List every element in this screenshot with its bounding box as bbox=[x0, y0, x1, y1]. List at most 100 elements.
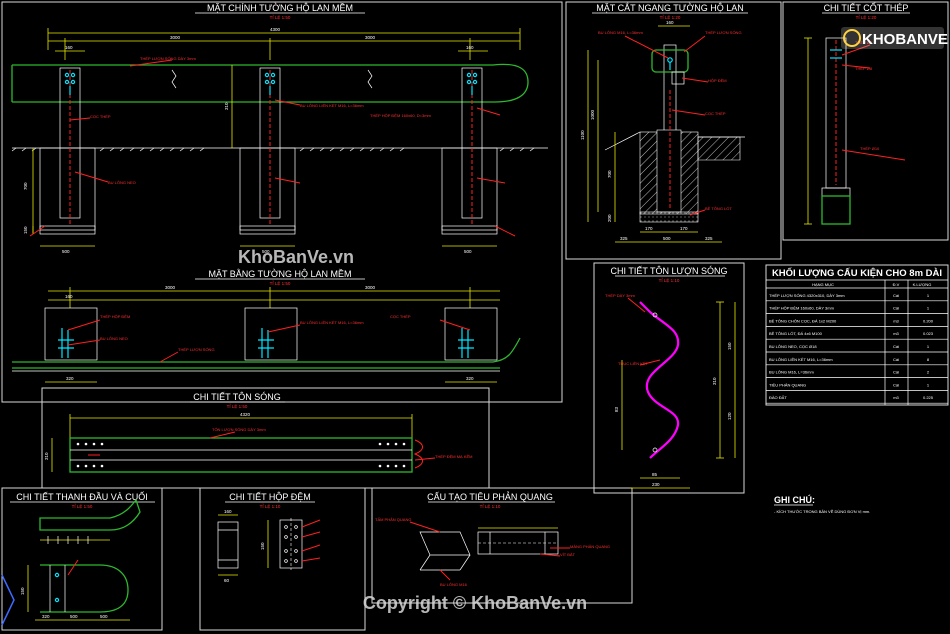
cs-dim-170a: 170 bbox=[645, 226, 653, 231]
table-cell-unit: Cái bbox=[893, 370, 899, 375]
table-cell-qty: 0.023 bbox=[923, 331, 934, 336]
plan-dim-foot-2: 320 bbox=[466, 376, 474, 381]
wave-plate-title: CHI TIẾT TÔN SÓNG bbox=[193, 392, 281, 402]
rebar-scale: TỈ LỆ 1:20 bbox=[856, 13, 877, 20]
table-title: KHỐI LƯỢNG CẤU KIỆN CHO 8m DÀI bbox=[772, 267, 942, 279]
dim-embed: 700 bbox=[23, 182, 28, 190]
table-cell-unit: m3 bbox=[893, 395, 899, 400]
cs-label-lean: BÊ TÔNG LÓT bbox=[705, 206, 732, 211]
end-terminal-view: CHI TIẾT THANH ĐẦU VÀ CUỐI TỈ LỆ 1:50 32… bbox=[10, 491, 155, 621]
dim-post-width-1: 160 bbox=[65, 45, 73, 50]
frame-spacer-box bbox=[199, 487, 366, 631]
spacer-box-title: CHI TIẾT HỘP ĐỆM bbox=[229, 492, 311, 502]
table-cell-item: BÊ TÔNG LÓT, ĐÁ 4x6 M100 bbox=[769, 331, 823, 336]
plan-label-post: CỌC THÉP bbox=[390, 314, 411, 319]
table-cell-item: BU LÔNG NEO, CỌC Ø18 bbox=[769, 344, 817, 349]
notes-block: GHI CHÚ: - KÍCH THƯỚC TRONG BẢN VẼ DÙNG … bbox=[774, 494, 870, 514]
end-terminal-title: CHI TIẾT THANH ĐẦU VÀ CUỐI bbox=[16, 491, 148, 502]
label-post: CỌC THÉP bbox=[90, 114, 111, 119]
quantity-table: KHỐI LƯỢNG CẤU KIỆN CHO 8m DÀI HẠNG MỤC … bbox=[765, 264, 949, 406]
rebar-label-6: THÉP Ø6 bbox=[855, 40, 873, 45]
cs-label-post: CỌC THÉP bbox=[705, 111, 726, 116]
dim-rail-height: 310 bbox=[224, 102, 229, 110]
rebar-detail-view: CHI TIẾT CỐT THÉP TỈ LỆ 1:20 THÉP Ø6 THÉ… bbox=[804, 2, 910, 225]
table-cell-qty: 0.225 bbox=[923, 395, 934, 400]
table-cell-qty: 1 bbox=[927, 382, 930, 387]
logo-text: KHOBANVE bbox=[862, 31, 948, 48]
wave-plate-label-2: THÉP ĐỆM MẠ KẼM bbox=[435, 454, 473, 459]
khobanve-logo: KHOBANVE bbox=[841, 27, 948, 49]
end-terminal-dim-2: 500 bbox=[70, 614, 78, 619]
table-cell-unit: m3 bbox=[893, 331, 899, 336]
dim-footing-1: 500 bbox=[62, 249, 70, 254]
end-terminal-dim-3: 500 bbox=[100, 614, 108, 619]
wave-plate-scale: TỈ LỆ 1:50 bbox=[227, 402, 248, 409]
cs-dim-170b: 170 bbox=[680, 226, 688, 231]
label-anchor: BU LÔNG NEO bbox=[108, 180, 136, 185]
sign-edge bbox=[1, 574, 15, 626]
dim-footing-2: 500 bbox=[262, 249, 270, 254]
wave-profile-dim-230: 230 bbox=[652, 482, 660, 487]
cross-section-title: MẶT CẮT NGANG TƯỜNG HỘ LAN bbox=[596, 3, 743, 13]
table-cell-item: BU LÔNG LIÊN KẾT M16, L=36mm bbox=[769, 357, 833, 362]
wave-profile-view: CHI TIẾT TÔN LƯỢN SÓNG TỈ LỆ 1:10 310 15… bbox=[605, 266, 736, 489]
plan-view: MẶT BẰNG TƯỜNG HỘ LAN MỀM TỈ LỆ 1:50 300… bbox=[12, 269, 521, 383]
wave-profile-dim-83: 83 bbox=[614, 406, 619, 412]
table-header-item: HẠNG MỤC bbox=[812, 282, 834, 287]
wave-profile-dim-310: 310 bbox=[712, 377, 717, 385]
table-cell-unit: Cái bbox=[893, 357, 899, 362]
front-elevation-scale: TỈ LỆ 1:50 bbox=[270, 13, 291, 20]
table-cell-item: BU LÔNG M16, L=36mm bbox=[769, 370, 814, 375]
front-elevation-view: MẶT CHÍNH TƯỜNG HỘ LAN MỀM TỈ LỆ 1:50 43… bbox=[11, 3, 548, 254]
table-header-unit: Đ.V bbox=[893, 282, 900, 287]
frame-rebar-detail bbox=[782, 1, 949, 241]
wave-plate-dim-length: 4320 bbox=[240, 412, 251, 417]
table-cell-unit: Cái bbox=[893, 306, 899, 311]
cs-label-spacer: HỘP ĐỆM bbox=[708, 78, 727, 83]
table-cell-item: THÉP LƯỢN SÓNG 4320x310, DÀY 3mm bbox=[769, 293, 845, 298]
plan-view-title: MẶT BẰNG TƯỜNG HỘ LAN MỀM bbox=[208, 269, 351, 279]
end-terminal-scale: TỈ LỆ 1:50 bbox=[72, 502, 93, 509]
table-cell-unit: m3 bbox=[893, 318, 899, 323]
reflector-scale: TỈ LỆ 1:10 bbox=[480, 502, 501, 509]
reflector-view: CẤU TẠO TIÊU PHẢN QUANG TỈ LỆ 1:10 TẤM P… bbox=[375, 491, 610, 587]
cs-dim-325a: 325 bbox=[620, 236, 628, 241]
wave-profile-dim-120: 120 bbox=[727, 412, 732, 420]
label-spacer: THÉP HỘP ĐỆM 160x60, D=3mm bbox=[370, 113, 432, 118]
table-header-qty: K.LƯỢNG bbox=[913, 282, 932, 287]
cs-dim-1000: 1000 bbox=[590, 109, 595, 120]
reflector-label-4: BU LÔNG M16 bbox=[440, 582, 468, 587]
post-3 bbox=[441, 67, 498, 235]
table-cell-qty: 8 bbox=[927, 357, 930, 362]
table-cell-qty: 1 bbox=[927, 293, 930, 298]
plan-label-spacer: THÉP HỘP ĐỆM bbox=[100, 314, 130, 319]
cross-section-view: MẶT CẮT NGANG TƯỜNG HỘ LAN TỈ LỆ 1:20 16… bbox=[580, 3, 748, 243]
dim-lean: 150 bbox=[23, 226, 28, 234]
cs-label-wave: THÉP LƯỢN SÓNG bbox=[705, 30, 742, 35]
plan-rail bbox=[12, 337, 521, 363]
wave-plate-view: CHI TIẾT TÔN SÓNG TỈ LỆ 1:50 4320 310 TÔ… bbox=[44, 392, 473, 473]
dim-overall: 4300 bbox=[270, 27, 281, 32]
frame-end-terminal bbox=[1, 487, 163, 631]
plan-dim-span-1: 3000 bbox=[165, 285, 176, 290]
table-cell-qty: 1 bbox=[927, 306, 930, 311]
wave-profile-label-2: TRỤC LIÊN KẾT bbox=[618, 361, 649, 366]
reflector-title: CẤU TẠO TIÊU PHẢN QUANG bbox=[427, 491, 553, 502]
wave-profile-dim-85: 85 bbox=[652, 472, 658, 477]
front-elevation-title: MẶT CHÍNH TƯỜNG HỘ LAN MỀM bbox=[207, 3, 353, 13]
table-cell-unit: Cái bbox=[893, 382, 899, 387]
wave-profile-scale: TỈ LỆ 1:10 bbox=[659, 276, 680, 283]
dim-footing-3: 500 bbox=[464, 249, 472, 254]
guard-rail-beam bbox=[12, 63, 529, 103]
spacer-dim-width: 60 bbox=[224, 578, 230, 583]
reflector-label-2: MÀNG PHẢN QUANG bbox=[570, 544, 610, 549]
table-cell-unit: Cái bbox=[893, 293, 899, 298]
cs-dim-160: 160 bbox=[666, 20, 674, 25]
dim-span-1: 3000 bbox=[170, 35, 181, 40]
wave-profile-label-1: THÉP DÀY 3mm bbox=[605, 293, 636, 298]
label-wave-plate: THÉP LƯỢN SÓNG DÀY 3mm bbox=[140, 56, 196, 61]
rebar-label-8: THÉP Ø8 bbox=[855, 66, 873, 71]
table-cell-item: BÊ TÔNG CHÔN CỌC, ĐÁ 1x2 M200 bbox=[769, 318, 837, 323]
table-cell-qty: 2 bbox=[927, 370, 930, 375]
